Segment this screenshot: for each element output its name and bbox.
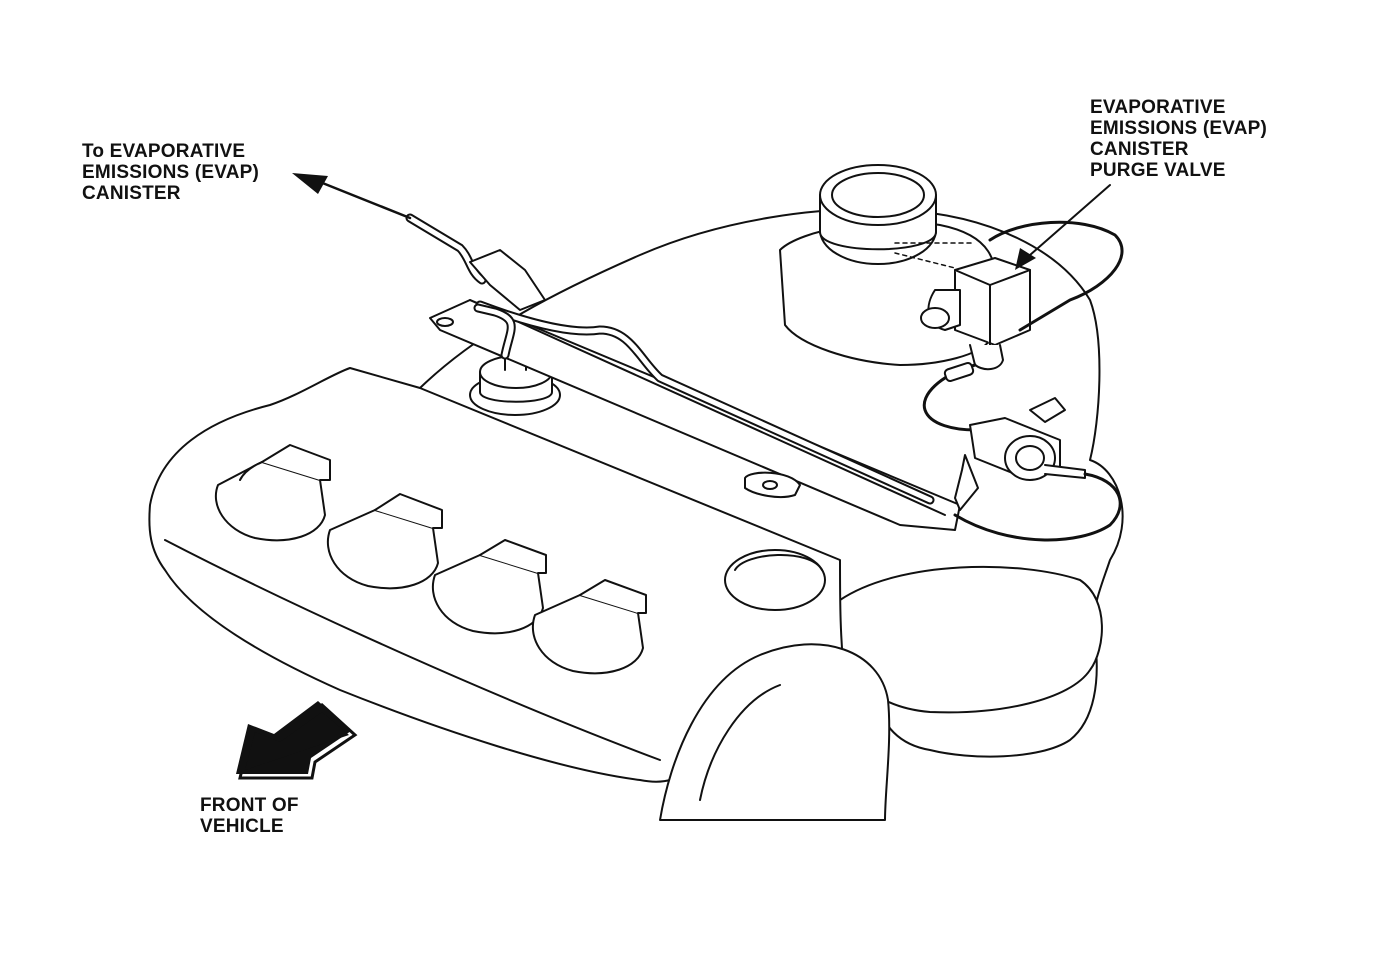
label-line: PURGE VALVE xyxy=(1090,160,1226,181)
label-line: CANISTER xyxy=(1090,139,1189,160)
label-line: To EVAPORATIVE xyxy=(82,141,246,162)
bracket-hole-left xyxy=(436,317,454,327)
oil-filler-cap xyxy=(724,549,826,611)
bracket-edge xyxy=(469,299,946,516)
coil-pack-2 xyxy=(326,493,443,590)
label-line: FRONT OF xyxy=(200,795,299,816)
coil-pack-4 xyxy=(531,579,647,675)
timing-cover-inner xyxy=(699,684,781,801)
oil-filler-cap-top xyxy=(734,553,823,571)
label-line: EMISSIONS (EVAP) xyxy=(1090,118,1268,139)
bracket-hole-center xyxy=(762,480,778,490)
hose-clamp xyxy=(469,249,546,311)
front-of-vehicle-arrow xyxy=(236,701,358,780)
purge-arrowhead xyxy=(1015,248,1036,270)
label-line: VEHICLE xyxy=(200,816,284,837)
vacuum-fitting xyxy=(943,362,975,382)
purge-wire xyxy=(988,220,1124,332)
secondary-valve xyxy=(954,397,1086,511)
label-evap-purge-valve: EVAPORATIVE EMISSIONS (EVAP) CANISTER PU… xyxy=(1090,97,1267,181)
label-line: CANISTER xyxy=(82,183,181,204)
valve-cover-edge xyxy=(164,539,661,761)
purge-valve-leader xyxy=(1021,184,1111,263)
label-line: EVAPORATIVE xyxy=(1090,97,1226,118)
canister-leader xyxy=(318,180,412,220)
label-front-of-vehicle: FRONT OF VEHICLE xyxy=(200,795,299,837)
valve-wire xyxy=(953,472,1122,542)
label-line: EMISSIONS (EVAP) xyxy=(82,162,260,183)
label-to-evap-canister: To EVAPORATIVE EMISSIONS (EVAP) CANISTER xyxy=(82,141,259,204)
canister-arrowhead xyxy=(292,173,328,194)
timing-cover xyxy=(659,643,891,821)
throttle-inlet-inner xyxy=(831,172,925,218)
purge-valve xyxy=(920,257,1031,371)
coil-pack-1 xyxy=(214,444,331,542)
hidden-line xyxy=(894,242,976,269)
coil-pack-3 xyxy=(431,539,547,635)
